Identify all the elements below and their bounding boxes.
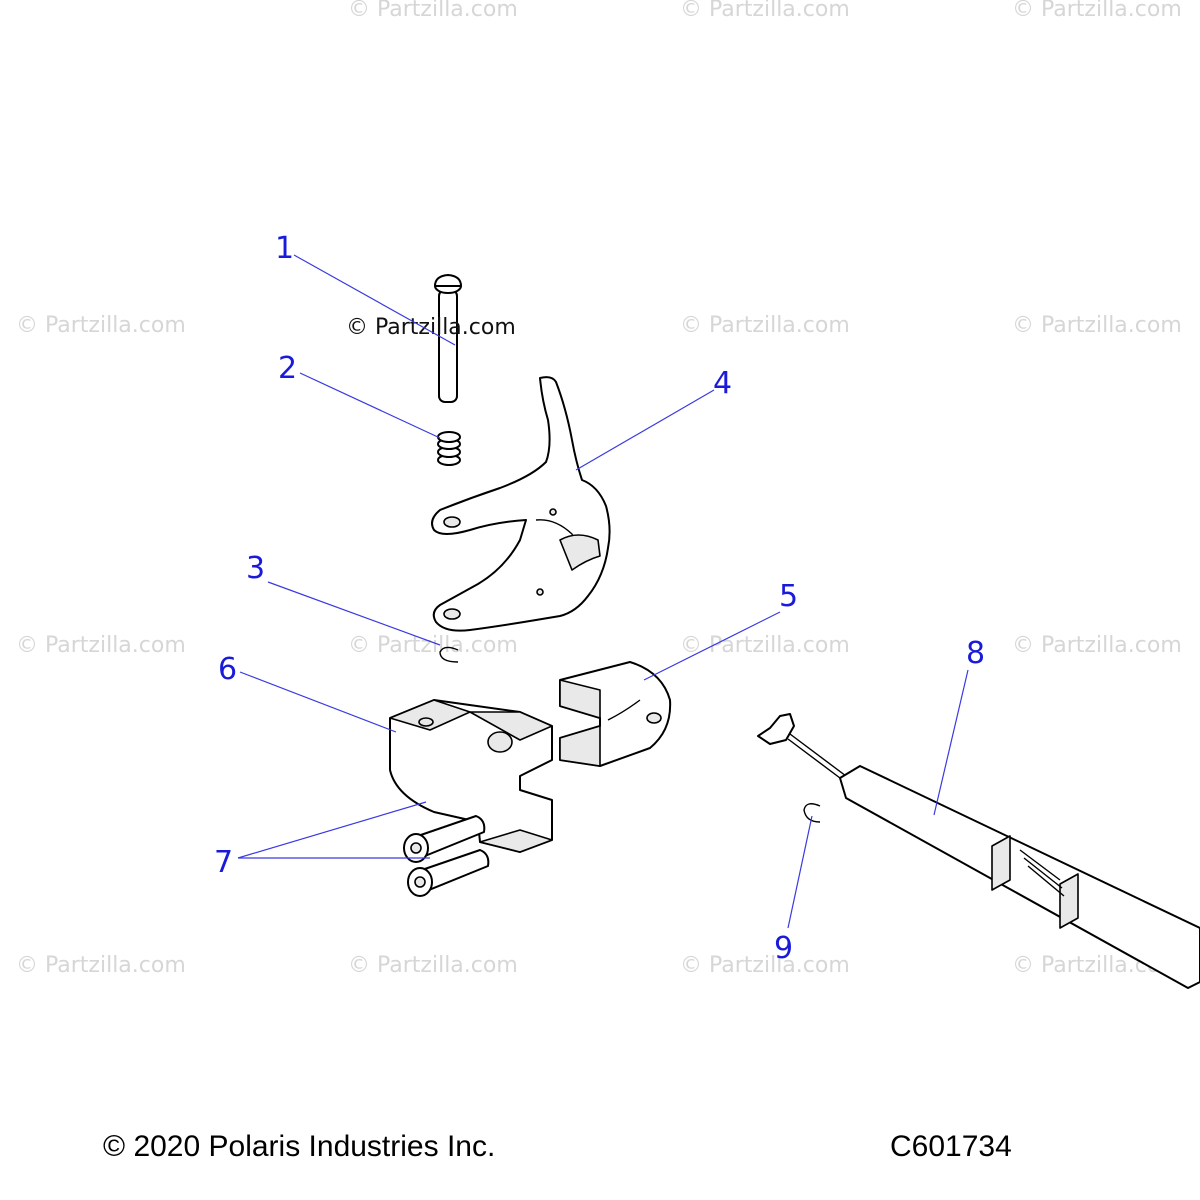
watermark: © Partzilla.com bbox=[680, 0, 850, 22]
part-bolt[interactable] bbox=[403, 815, 486, 863]
watermark: © Partzilla.com bbox=[16, 313, 186, 338]
callout-6[interactable]: 6 bbox=[218, 652, 237, 687]
watermark: © Partzilla.com bbox=[680, 953, 850, 978]
callout-7[interactable]: 7 bbox=[214, 845, 233, 880]
callout-2[interactable]: 2 bbox=[278, 351, 297, 386]
leader-lines bbox=[237, 254, 969, 929]
drawing-number: C601734 bbox=[890, 1130, 1012, 1163]
callout-8[interactable]: 8 bbox=[966, 636, 985, 671]
watermark: © Partzilla.com bbox=[680, 313, 850, 338]
watermark-dark: © Partzilla.com bbox=[346, 315, 516, 340]
part-pin[interactable] bbox=[434, 274, 462, 403]
watermark: © Partzilla.com bbox=[16, 953, 186, 978]
watermark: © Partzilla.com bbox=[680, 633, 850, 658]
part-e-clip[interactable] bbox=[439, 646, 459, 663]
part-cable[interactable] bbox=[757, 713, 1200, 989]
watermark: © Partzilla.com bbox=[16, 633, 186, 658]
watermark-layer: © Partzilla.com © Partzilla.com © Partzi… bbox=[16, 0, 1182, 978]
part-mounting-bracket[interactable] bbox=[389, 699, 553, 853]
watermark: © Partzilla.com bbox=[1012, 0, 1182, 22]
callout-9[interactable]: 9 bbox=[774, 931, 793, 966]
callout-labels: 1 2 3 4 5 6 7 8 9 bbox=[214, 231, 985, 966]
callout-4[interactable]: 4 bbox=[713, 366, 732, 401]
watermark: © Partzilla.com bbox=[348, 0, 518, 22]
part-lever[interactable] bbox=[431, 376, 611, 632]
watermark: © Partzilla.com bbox=[348, 953, 518, 978]
part-pivot-block[interactable] bbox=[559, 661, 672, 767]
part-bolt[interactable] bbox=[407, 849, 490, 897]
copyright-text: © 2020 Polaris Industries Inc. bbox=[103, 1130, 496, 1163]
watermark: © Partzilla.com bbox=[348, 633, 518, 658]
callout-5[interactable]: 5 bbox=[779, 579, 798, 614]
watermark: © Partzilla.com bbox=[1012, 633, 1182, 658]
callout-1[interactable]: 1 bbox=[275, 231, 294, 266]
part-e-clip[interactable] bbox=[803, 803, 821, 823]
watermark: © Partzilla.com bbox=[1012, 313, 1182, 338]
part-spring[interactable] bbox=[437, 431, 461, 466]
callout-3[interactable]: 3 bbox=[246, 551, 265, 586]
